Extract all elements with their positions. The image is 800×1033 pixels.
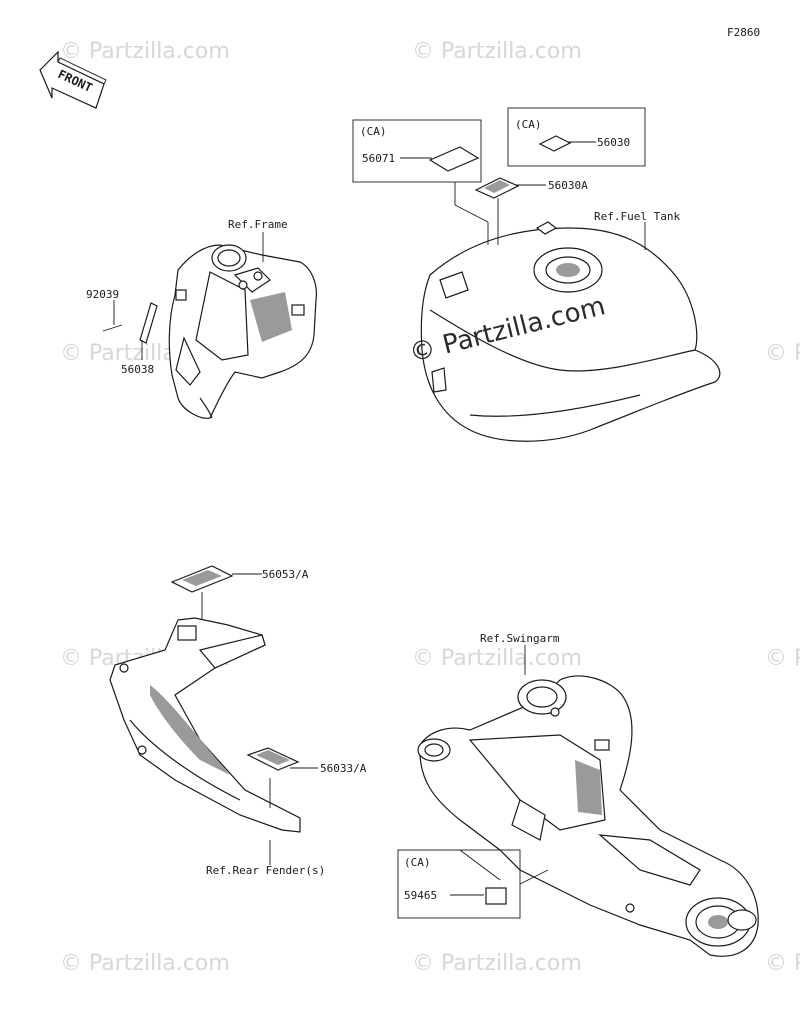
watermark: © Partzilla.com [765,646,800,671]
fuel-tank-assembly [420,221,721,442]
watermark: © Partzilla.com [765,951,800,976]
diagram-code: F2860 [727,26,760,39]
ca-label-59465: (CA) [404,856,431,869]
watermark: © Partzilla.com [412,646,582,671]
watermark: © Partzilla.com [412,39,582,64]
label-ref-fuel-tank: Ref.Fuel Tank [594,210,680,223]
front-arrow-icon: FRONT [39,50,107,109]
label-56053a: 56053/A [262,568,309,581]
sticker-56038 [139,302,158,344]
label-56038: 56038 [121,363,154,376]
ca-box-56030 [507,107,646,167]
ca-label-56071: (CA) [360,125,387,138]
label-ref-swingarm: Ref.Swingarm [480,632,560,645]
label-59465: 59465 [404,889,437,902]
pin-92039 [102,324,123,332]
label-56033a: 56033/A [320,762,367,775]
label-92039: 92039 [86,288,119,301]
label-ref-frame: Ref.Frame [228,218,288,231]
watermark: © Partzilla.com [765,341,800,366]
ca-label-56030: (CA) [515,118,542,131]
sticker-56030 [538,135,572,152]
frame-assembly [168,244,317,419]
label-56030a: 56030A [548,179,588,192]
sticker-59465 [485,887,507,905]
label-56030: 56030 [597,136,630,149]
sticker-56071 [428,146,480,172]
watermark: © Partzilla.com [60,951,230,976]
swingarm-assembly [417,675,759,957]
watermark-layer: © Partzilla.com © Partzilla.com © Partzi… [60,39,800,976]
label-56071: 56071 [362,152,395,165]
label-ref-rear-fender: Ref.Rear Fender(s) [206,864,325,877]
ca-box-56071 [352,119,482,183]
watermark: © Partzilla.com [412,951,582,976]
watermark: © Partzilla.com [60,39,230,64]
rear-fender-assembly [109,617,301,833]
